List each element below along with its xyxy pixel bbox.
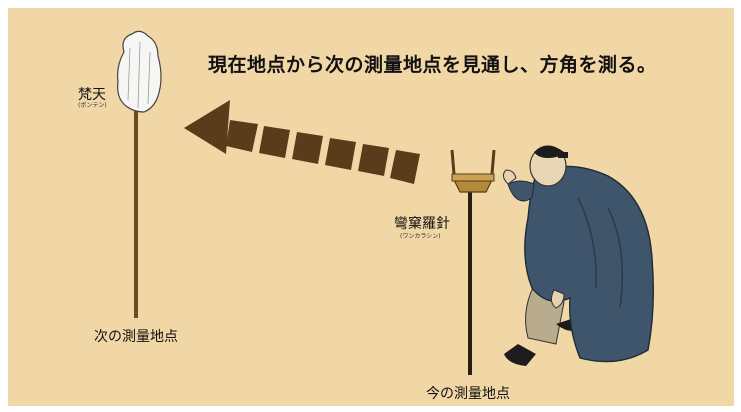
scene-graphics bbox=[117, 30, 655, 375]
surveyor-figure bbox=[502, 145, 655, 366]
bonten-cloth bbox=[117, 30, 162, 113]
illustration-panel: 現在地点から次の測量地点を見通し、方角を測る。 bbox=[8, 8, 734, 406]
sight-line-arrow bbox=[184, 100, 420, 184]
bonten-label: 梵天 bbox=[78, 87, 106, 103]
compass-reading: (ワンカラシン) bbox=[400, 233, 441, 240]
compass-label: 彎窠羅針 bbox=[394, 216, 450, 232]
next-point-label: 次の測量地点 bbox=[94, 329, 178, 345]
bonten-pole bbox=[134, 108, 138, 318]
headline-text: 現在地点から次の測量地点を見通し、方角を測る。 bbox=[208, 54, 657, 76]
bonten-reading: (ボンテン) bbox=[78, 102, 107, 109]
current-point-label: 今の測量地点 bbox=[426, 386, 510, 402]
compass-stand bbox=[450, 149, 496, 375]
